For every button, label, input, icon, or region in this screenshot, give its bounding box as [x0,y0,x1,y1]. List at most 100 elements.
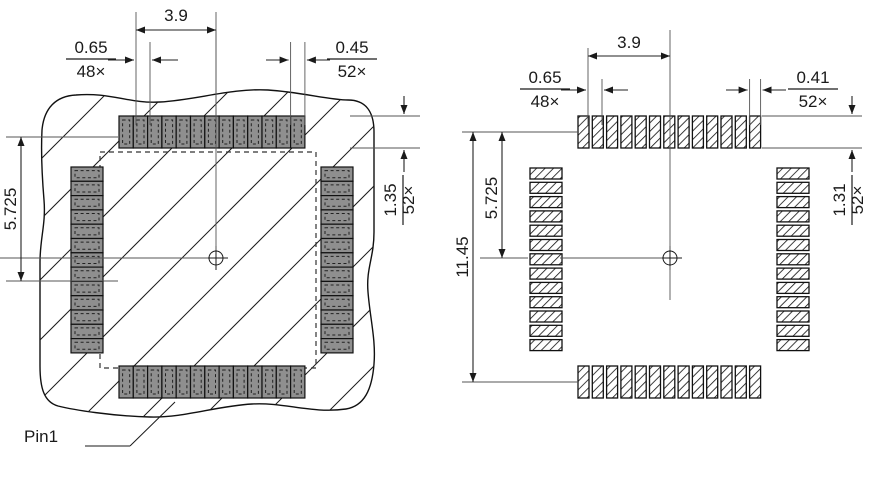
pad [320,223,354,240]
pad [663,115,676,149]
dim-5p725-left-value: 5.725 [1,188,20,231]
pad [529,296,563,309]
dim-0p65-value: 0.65 [74,38,107,57]
pad [204,365,220,399]
dim-overall-vertical-right: 11.45 [453,131,578,383]
pad [320,266,354,283]
pad [591,115,604,149]
pad [70,266,104,283]
pad [275,365,292,399]
dim-span-horizontal-left: 3.9 [135,6,217,125]
pad [529,181,563,194]
pad [175,365,192,399]
pad [320,252,354,268]
dim-0p65-value-right: 0.65 [528,68,561,87]
pad [605,365,619,399]
dim-0p41-count: 52× [799,92,828,111]
pad [776,238,810,252]
pad [320,338,354,354]
pad [748,115,762,149]
pad [591,365,604,399]
pad [132,365,149,399]
pin1-callout: Pin1 [24,401,176,447]
pad [132,115,149,149]
pad [776,281,810,295]
pad [232,115,249,149]
pad-col-left [70,166,104,354]
pad [691,115,705,149]
pad [320,295,354,311]
pad [247,115,263,149]
pad [161,115,177,149]
pad [776,324,810,337]
pad [189,365,206,399]
pad-row-bottom [118,365,306,399]
left-view: 3.9 0.65 48× 0.45 52× 5.725 [0,6,420,447]
pad [734,115,747,149]
pad [320,280,354,297]
pad [261,365,277,399]
pad [529,324,563,337]
pad [776,224,810,237]
pad [189,115,206,149]
dim-3p9-left-value: 3.9 [164,6,188,25]
pad [204,115,220,149]
pad [261,115,277,149]
pad [529,210,563,223]
pad [529,267,563,280]
dim-span-vertical-right: 5.725 [480,131,578,259]
pad-row-bottom [577,365,762,399]
pad [776,310,810,323]
dim-1p35-value: 1.35 [381,183,400,216]
pad [320,237,354,254]
pad [620,365,633,399]
dim-span-horizontal-right: 3.9 [587,33,670,125]
pin1-label: Pin1 [24,427,58,446]
pad [290,365,306,399]
pad [734,365,747,399]
dim-0p41-value: 0.41 [796,68,829,87]
pad [147,365,163,399]
pad [648,365,662,399]
pad [247,365,263,399]
pad [320,195,354,211]
pad [691,365,705,399]
pad [275,115,292,149]
pad [529,281,563,295]
pad [677,115,690,149]
dim-3p9-right-value: 3.9 [617,33,641,52]
pad [529,167,563,180]
pad [529,338,563,352]
pad [720,365,733,399]
pad [218,115,235,149]
pad [634,365,647,399]
pad-row-top [118,115,306,149]
dim-span-vertical-left: 5.725 [1,136,118,282]
dim-0p65-count-right: 48× [531,92,560,111]
dim-pitch-right: 0.65 48× [520,68,628,125]
pad-row-top [577,115,762,149]
pad [634,115,647,149]
pad [776,338,810,352]
pad-col-left [529,167,563,352]
pad [776,210,810,223]
pad [320,309,354,325]
pad [320,323,354,340]
pad [776,296,810,309]
dim-pad-width-left: 0.45 52× [266,38,377,125]
pad [320,166,354,182]
pad [748,365,762,399]
pad [70,195,104,211]
package-body-outline [39,89,376,418]
pad [70,237,104,254]
pad [70,209,104,225]
pad-col-right [320,166,354,354]
pad [320,209,354,225]
pad [70,338,104,354]
pad [232,365,249,399]
pad [776,195,810,209]
dim-pad-width-right: 0.41 52× [726,68,838,125]
pad [118,365,134,399]
